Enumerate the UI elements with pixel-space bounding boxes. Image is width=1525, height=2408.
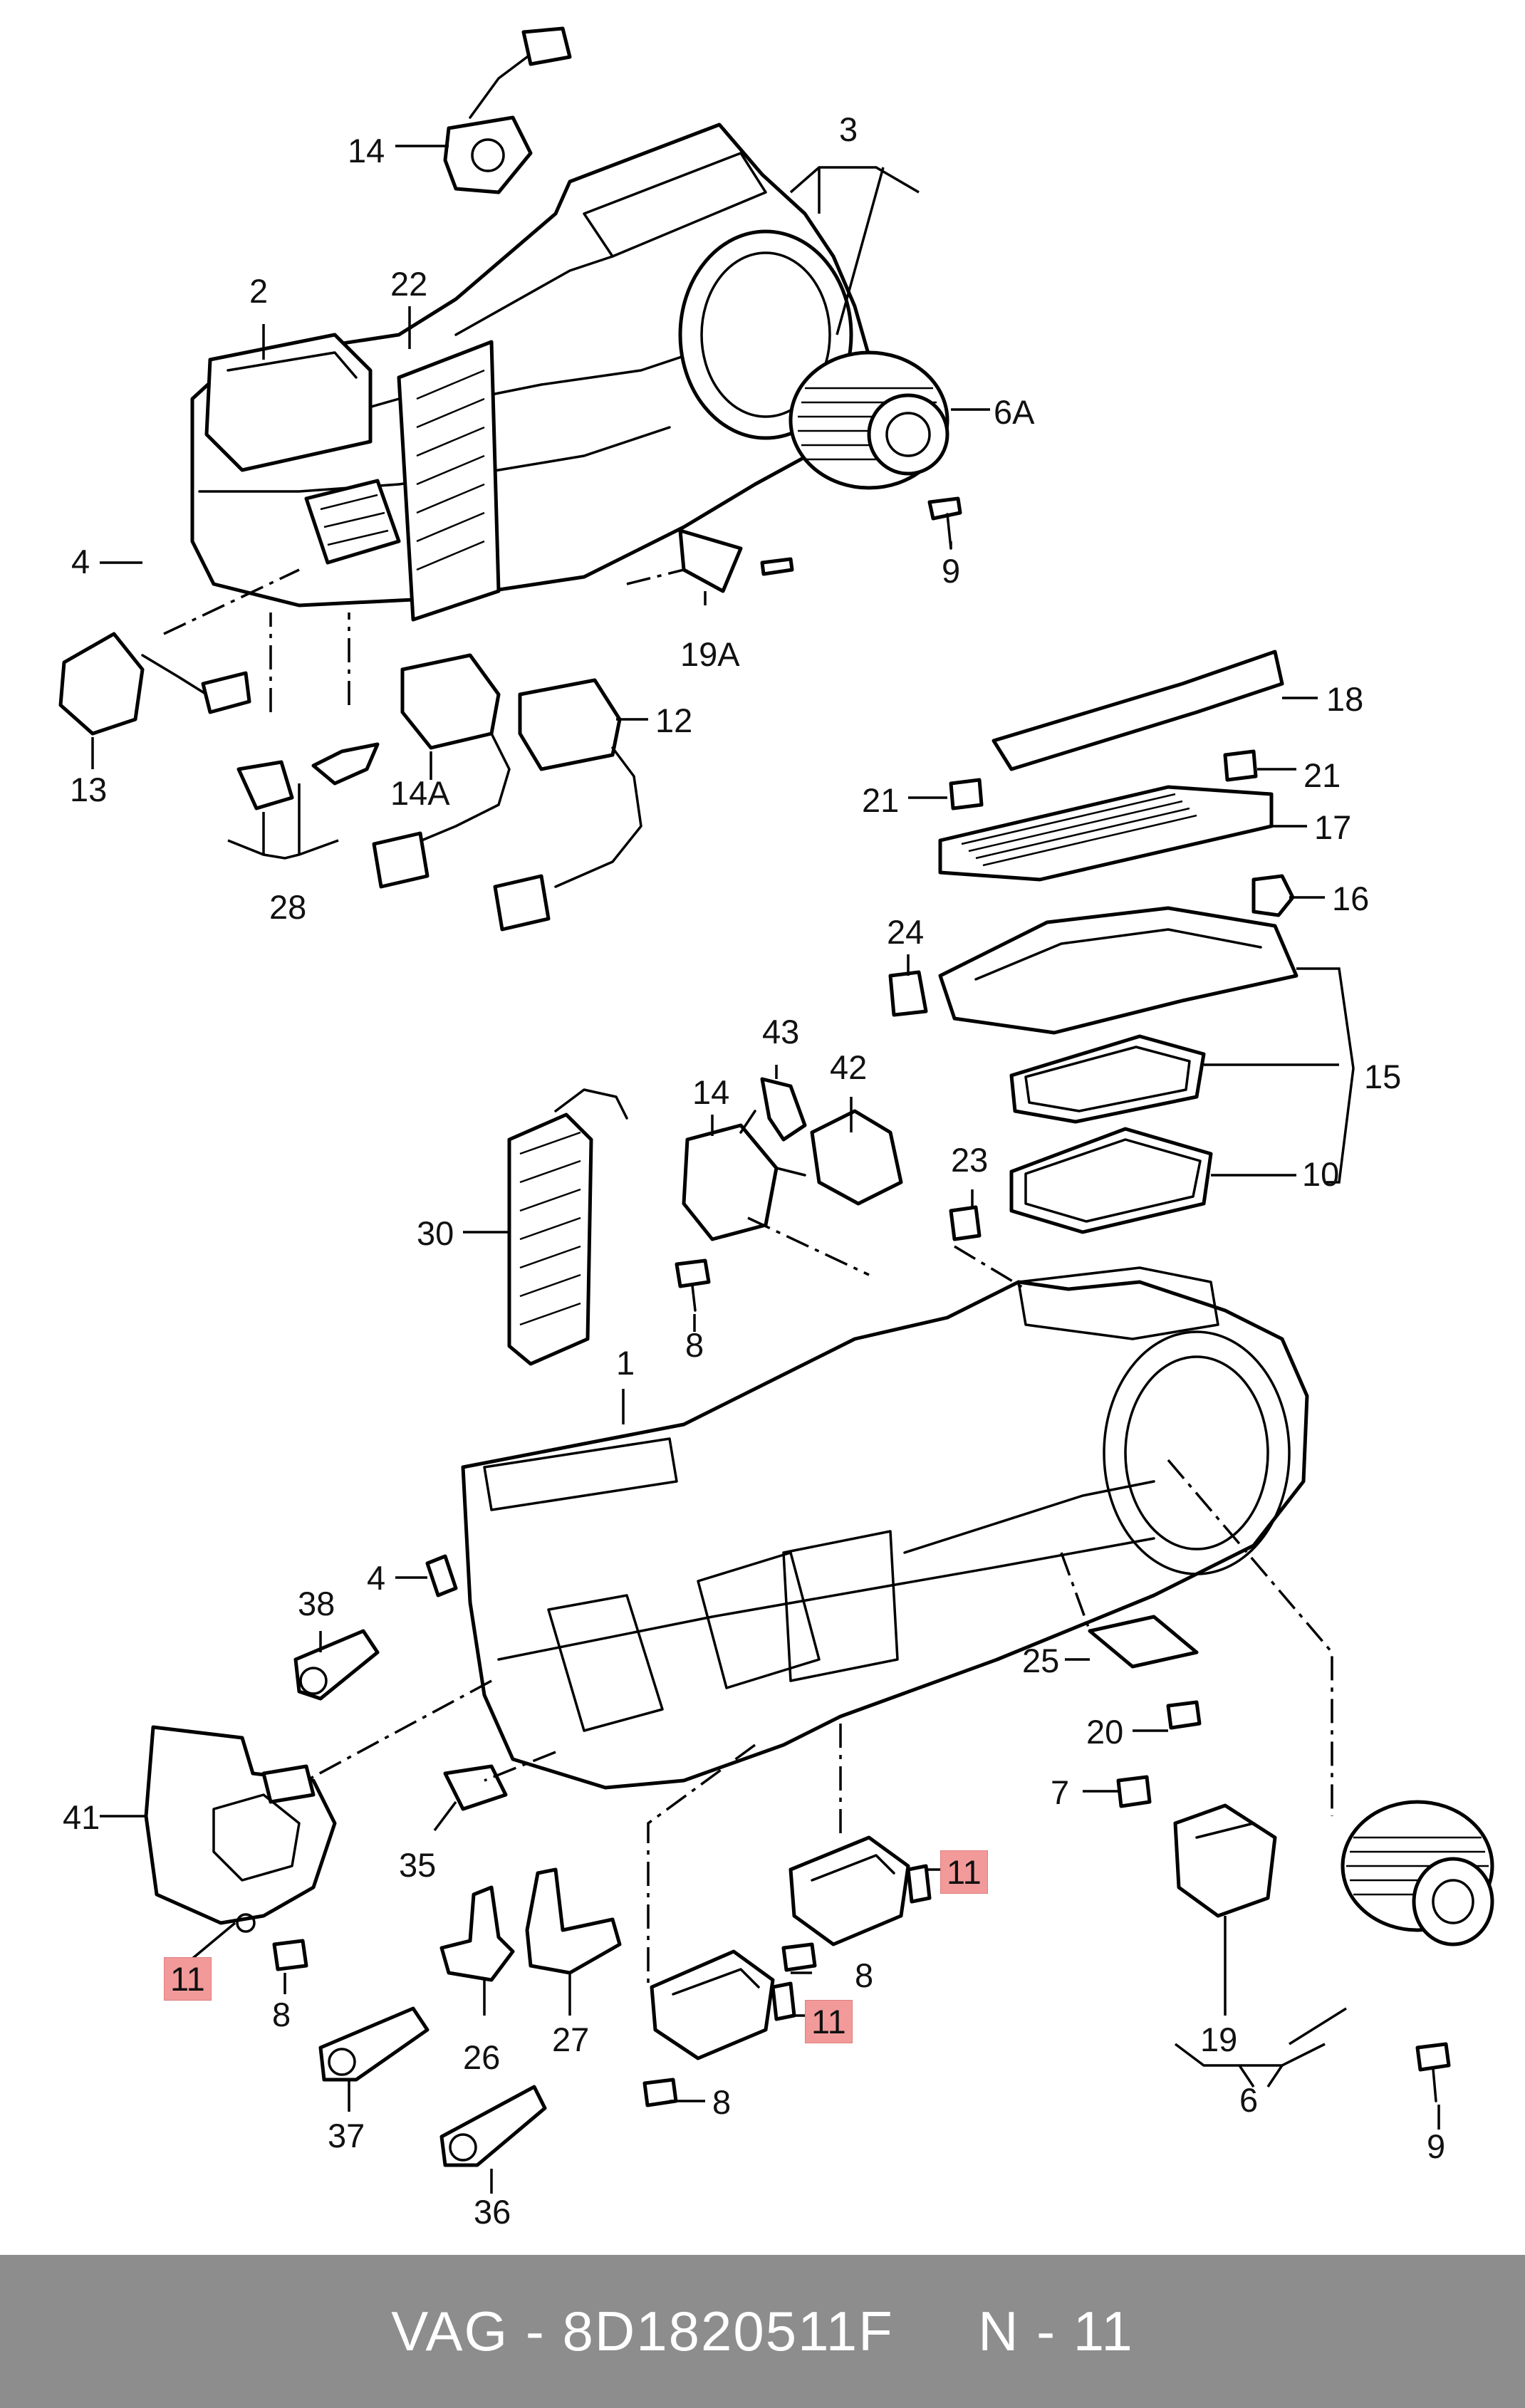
actuator-13	[58, 632, 251, 736]
clip-43	[760, 1077, 807, 1142]
callout-18: 18	[1326, 680, 1364, 718]
footer-separator: -	[509, 2300, 563, 2362]
callout-10: 10	[1302, 1155, 1340, 1193]
callout-11-right-highlighted: 11	[940, 1850, 988, 1894]
link-37	[318, 2006, 430, 2082]
callout-23: 23	[951, 1141, 989, 1179]
callout-43: 43	[762, 1013, 800, 1051]
heater-core-30	[507, 1088, 628, 1366]
blower-motor-6	[1341, 1800, 1494, 1946]
bracket-25	[1088, 1615, 1199, 1669]
bolt-7	[1116, 1775, 1152, 1808]
callout-20: 20	[1086, 1713, 1124, 1751]
callout-19a: 19A	[680, 635, 740, 673]
callout-42: 42	[830, 1048, 868, 1086]
callout-7: 7	[1051, 1773, 1070, 1811]
clip-4-lower	[425, 1554, 458, 1597]
callout-8-center: 8	[712, 2083, 732, 2121]
footer-bar: VAG - 8D1820511F N - 11	[0, 2255, 1525, 2408]
screw-9-top	[927, 496, 962, 550]
callout-16: 16	[1332, 880, 1370, 917]
flap-levers-28	[236, 742, 380, 811]
footer-position-number: 11	[1073, 2300, 1134, 2362]
callout-9-bottom: 9	[1427, 2127, 1446, 2165]
bolt-8-left	[272, 1939, 308, 1971]
diagram-drawing	[58, 26, 1494, 2194]
actuator-12	[493, 678, 642, 932]
footer-position-prefix: N	[978, 2300, 1020, 2362]
link-36	[439, 2085, 547, 2167]
bracket-19a	[678, 528, 794, 593]
actuator-14-top	[443, 26, 572, 194]
filter-17	[938, 785, 1274, 882]
callout-4-lower: 4	[367, 1559, 386, 1597]
lever-27	[525, 1867, 622, 1975]
callout-25: 25	[1022, 1642, 1060, 1679]
bracket-42	[810, 1109, 903, 1206]
callout-28: 28	[269, 888, 307, 926]
callout-21-left: 21	[862, 781, 900, 819]
callout-38: 38	[298, 1585, 335, 1622]
callout-4-top: 4	[71, 543, 90, 580]
callout-3: 3	[839, 110, 858, 148]
clips-21	[949, 749, 1258, 811]
upper-hvac-housing	[190, 123, 878, 622]
link-38	[293, 1629, 380, 1701]
callout-35: 35	[399, 1846, 437, 1884]
filter-frame-18	[991, 650, 1284, 771]
bolt-8-upper	[675, 1258, 711, 1312]
footer-part-number: 8D1820511F	[562, 2300, 894, 2362]
callout-6: 6	[1239, 2081, 1259, 2119]
actuator-14a	[372, 653, 511, 889]
callout-8-upper: 8	[685, 1326, 704, 1364]
callout-2: 2	[249, 272, 269, 310]
callout-8-left: 8	[272, 1996, 291, 2033]
callout-30: 30	[417, 1214, 454, 1252]
callout-22: 22	[390, 265, 428, 303]
callout-1: 1	[616, 1344, 635, 1382]
lever-26	[439, 1885, 515, 1982]
gasket-15	[1009, 1034, 1206, 1124]
gasket-10	[1009, 1127, 1213, 1234]
filter-housing-15	[888, 906, 1298, 1035]
bolt-23	[949, 1205, 982, 1241]
actuator-41-11	[144, 1725, 337, 1933]
screw-9-bottom	[1415, 2042, 1451, 2102]
callout-11-center-highlighted: 11	[805, 2000, 853, 2043]
callout-14a: 14A	[390, 774, 450, 812]
callout-11-left-highlighted: 11	[164, 1957, 212, 2001]
nut-16	[1251, 874, 1295, 917]
callout-14-top: 14	[348, 132, 385, 170]
leader-lines	[91, 145, 1440, 2194]
actuator-11-center	[650, 1949, 796, 2060]
callout-41: 41	[63, 1798, 100, 1836]
callout-37: 37	[328, 2117, 365, 2154]
blower-motor-6a	[788, 350, 949, 490]
footer-brand: VAG	[391, 2300, 509, 2362]
callout-6a: 6A	[994, 393, 1035, 431]
regulator-19	[1173, 1803, 1277, 1918]
main-housing-1	[461, 1266, 1309, 1790]
footer-gap	[894, 2299, 978, 2364]
callout-14-lower: 14	[692, 1073, 730, 1111]
footer-position-separator: -	[1019, 2300, 1073, 2362]
callout-13: 13	[70, 771, 108, 808]
pivot-35	[443, 1764, 508, 1811]
bolt-20	[1166, 1700, 1202, 1730]
callout-15: 15	[1364, 1058, 1402, 1095]
footer-part-info: VAG - 8D1820511F N - 11	[0, 2255, 1525, 2408]
callout-27: 27	[552, 2021, 590, 2058]
callout-8-right: 8	[855, 1956, 874, 1994]
callout-24: 24	[887, 913, 925, 951]
bolt-8-right	[781, 1942, 817, 1972]
callout-19: 19	[1200, 2021, 1238, 2058]
callout-36: 36	[474, 2193, 511, 2231]
parts-diagram: 14 3 2 22 6A 4 9 19A 12 13 14A 28 18 21 …	[58, 26, 1494, 2231]
callout-21-right: 21	[1303, 756, 1341, 794]
callout-12: 12	[655, 702, 693, 739]
callout-9-top: 9	[942, 552, 961, 590]
actuator-11-right	[788, 1835, 932, 1946]
callout-17: 17	[1314, 808, 1352, 846]
callout-26: 26	[463, 2038, 501, 2076]
